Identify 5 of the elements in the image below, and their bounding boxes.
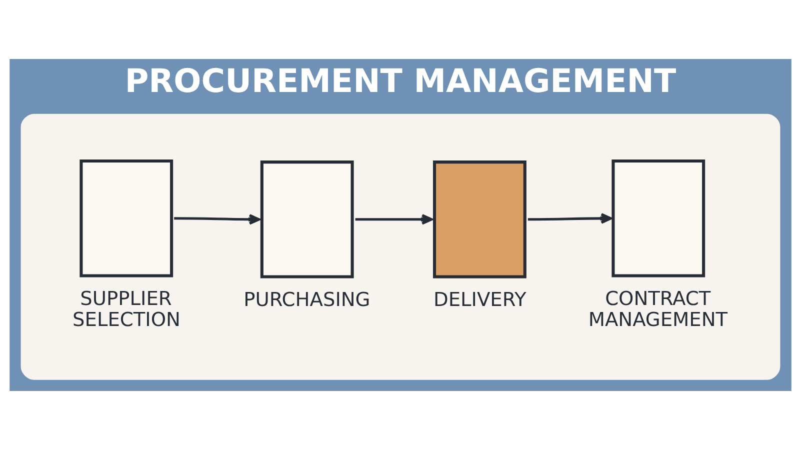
node-label: SUPPLIER SELECTION [72,286,180,332]
node-label: DELIVERY [432,288,526,311]
diagram-title: PROCUREMENT MANAGEMENT [124,62,676,100]
node-label: PURCHASING [243,288,370,311]
node-label: CONTRACT MANAGEMENT [588,286,728,332]
